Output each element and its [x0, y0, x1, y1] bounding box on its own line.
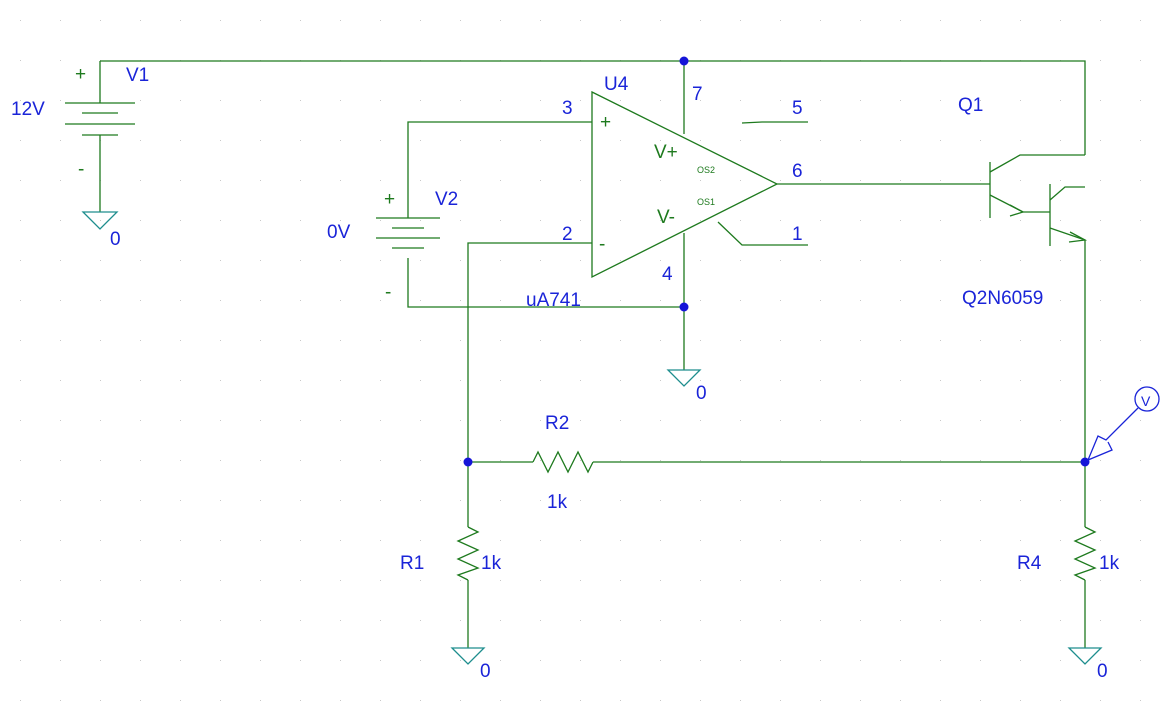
ground-label-v1: 0 [110, 229, 121, 250]
v1-reference: V1 [126, 65, 149, 86]
junction-node-feedback [463, 457, 473, 467]
opamp-pin-6: 6 [792, 161, 803, 182]
v1-minus-sign: - [78, 159, 84, 180]
opamp-pin-1: 1 [792, 224, 803, 245]
opamp-os1-label: OS1 [697, 197, 715, 207]
wire-inv-feedback [467, 242, 592, 527]
opamp-model: uA741 [526, 290, 581, 311]
resistor-r4[interactable] [1073, 526, 1097, 581]
q1-reference: Q1 [958, 95, 983, 116]
v1-value: 12V [11, 99, 45, 120]
r1-value: 1k [481, 553, 502, 574]
opamp-pin-5: 5 [792, 98, 803, 119]
opamp-pin-3: 3 [562, 98, 573, 119]
opamp-pin-7: 7 [692, 84, 703, 105]
junction-node-output [1080, 457, 1090, 467]
transistor-q1[interactable] [989, 154, 1088, 246]
ground-label-r4: 0 [1097, 661, 1108, 682]
ground-label-r1: 0 [480, 661, 491, 682]
q1-model: Q2N6059 [962, 288, 1043, 309]
opamp-vpos-label: V+ [654, 142, 678, 163]
junction-nodes [463, 56, 1090, 467]
junction-node-vneg [679, 302, 689, 312]
wire-os2 [741, 121, 808, 124]
ground-symbol-r4 [1067, 647, 1103, 665]
probe-label: V [1141, 393, 1151, 409]
junction-node-top [679, 56, 689, 66]
opamp-u4[interactable] [591, 90, 779, 279]
r4-reference: R4 [1017, 553, 1042, 574]
battery-v1[interactable] [65, 102, 135, 136]
opamp-minus-sign: - [599, 234, 605, 255]
wire-v2-to-noninv [407, 121, 592, 218]
v1-plus-sign: + [75, 64, 86, 85]
ground-symbol-v1 [81, 211, 119, 230]
r1-reference: R1 [400, 553, 424, 574]
wire-v2-negative [407, 258, 684, 308]
v2-value: 0V [327, 222, 351, 243]
v2-minus-sign: - [385, 282, 391, 303]
ground-symbol-opamp [666, 369, 702, 387]
ground-symbol-r1 [450, 647, 486, 665]
opamp-pin-2: 2 [562, 224, 573, 245]
opamp-vneg-label: V- [657, 207, 675, 228]
opamp-reference: U4 [604, 74, 629, 95]
r4-value: 1k [1099, 553, 1120, 574]
voltage-probe[interactable] [1086, 386, 1160, 462]
v2-reference: V2 [435, 189, 458, 210]
ground-label-opamp: 0 [696, 383, 707, 404]
opamp-plus-sign: + [600, 112, 611, 133]
r2-value: 1k [547, 492, 568, 513]
wire-top-rail [100, 60, 1086, 155]
opamp-os2-label: OS2 [697, 165, 715, 175]
resistor-r2[interactable] [532, 450, 594, 474]
battery-v2[interactable] [376, 217, 440, 249]
wires [99, 60, 1086, 648]
r2-reference: R2 [545, 413, 569, 434]
resistor-r1[interactable] [456, 526, 480, 581]
opamp-pin-4: 4 [662, 264, 673, 285]
wire-os1 [717, 221, 808, 246]
v2-plus-sign: + [384, 189, 395, 210]
